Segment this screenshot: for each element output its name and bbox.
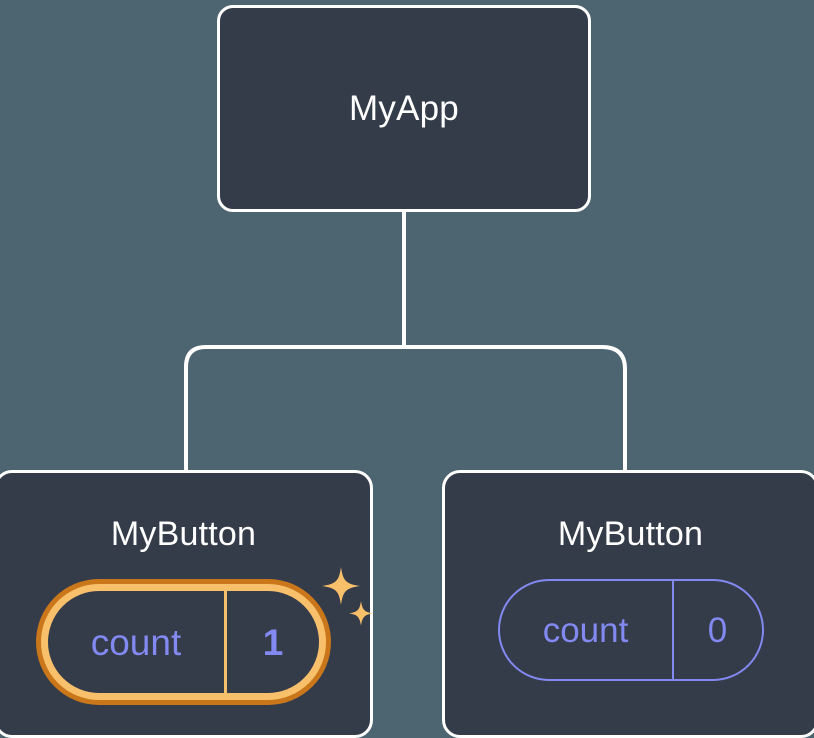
state-key-label: count (542, 610, 629, 650)
state-value-label: 1 (224, 591, 319, 693)
state-key-label: count (90, 621, 182, 663)
node-myapp-label: MyApp (349, 89, 459, 128)
state-pill-count-highlighted[interactable]: count 1 (36, 579, 331, 705)
state-pill-wrapper-right: count 0 (497, 579, 764, 681)
state-pill-count[interactable]: count 0 (497, 579, 764, 681)
state-value-label: 0 (671, 581, 762, 679)
node-mybutton-left[interactable]: MyButton count 1 (0, 470, 373, 738)
node-myapp[interactable]: MyApp (217, 5, 591, 212)
node-mybutton-right[interactable]: MyButton count 0 (442, 470, 814, 738)
node-mybutton-right-label: MyButton (557, 515, 704, 553)
sparkle-large-icon (322, 567, 360, 605)
sparkle-small-icon (349, 601, 373, 626)
node-mybutton-left-label: MyButton (110, 515, 257, 553)
state-pill-inner: count 1 (41, 584, 326, 700)
connector-branch-bus (184, 345, 627, 470)
state-pill-wrapper-left: count 1 (36, 567, 373, 705)
